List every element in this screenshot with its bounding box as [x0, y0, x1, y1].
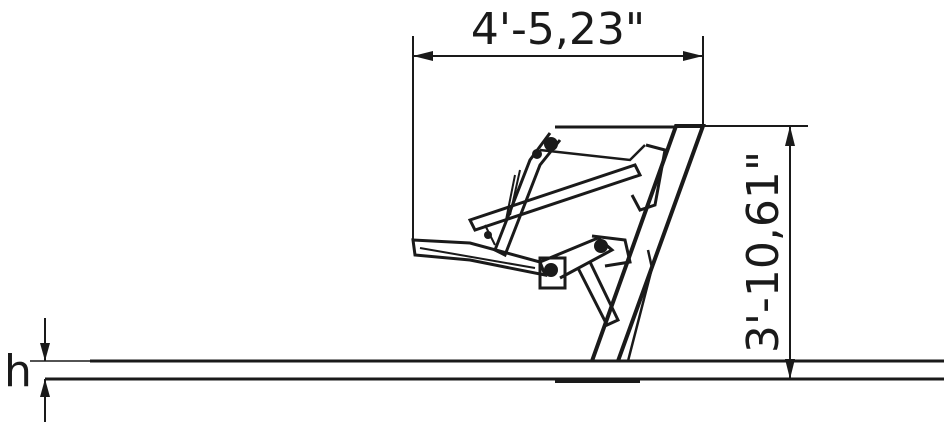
height-label: 3'-10,61" [738, 151, 789, 353]
floor [30, 359, 944, 383]
offset-label: h [4, 346, 32, 397]
width-label: 4'-5,23" [471, 4, 645, 55]
width-dimension: 4'-5,23" [412, 4, 704, 240]
folding-seat [411, 124, 706, 362]
offset-dimension: h [4, 318, 50, 422]
height-dimension: 3'-10,61" [690, 125, 808, 379]
